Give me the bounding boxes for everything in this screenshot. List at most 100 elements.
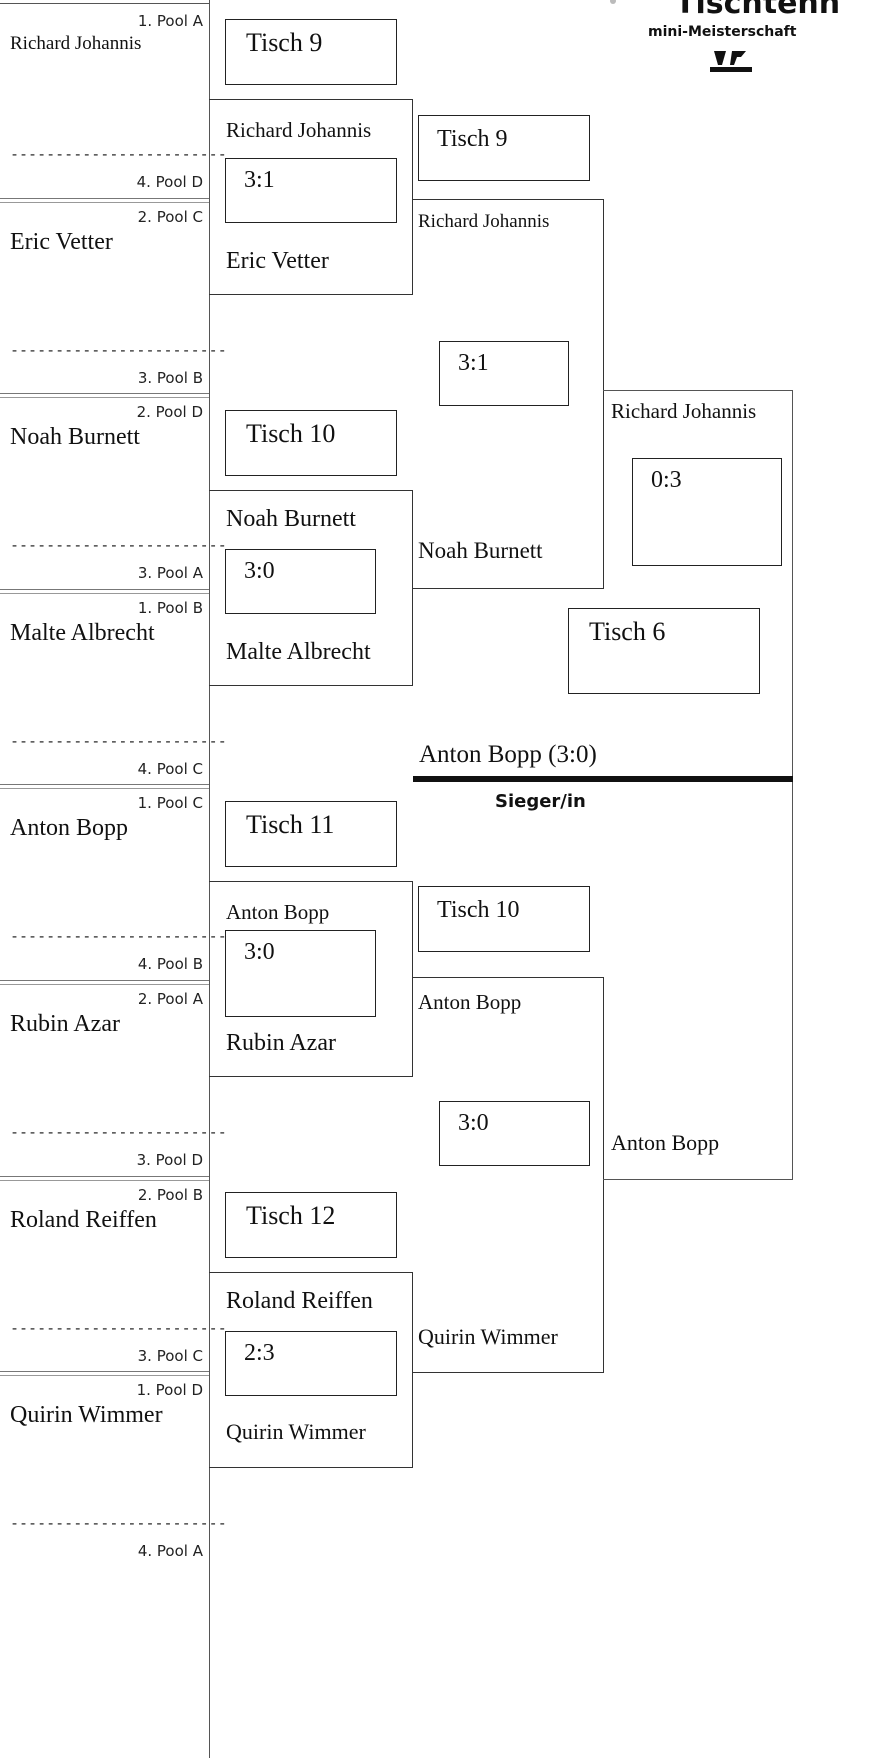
entrant-slot: 1. Pool A Richard Johannis ---------------… [0, 5, 227, 203]
score-box: 3:0 [225, 930, 376, 1017]
empty-slot-placeholder: ------------------------ [10, 536, 227, 555]
match-box [209, 1272, 413, 1468]
slot-separator [0, 1175, 209, 1181]
seed-label: 4. Pool B [137, 955, 203, 974]
match-bottom-player: Rubin Azar [226, 1030, 336, 1056]
slot-separator [0, 784, 209, 790]
slot-separator [0, 1371, 209, 1377]
seed-label: 1. Pool C [137, 794, 203, 813]
table-box: Tisch 11 [225, 801, 397, 867]
final-top-player: Richard Johannis [611, 399, 757, 423]
match-score: 3:1 [458, 350, 489, 376]
seed-label: 4. Pool C [137, 759, 203, 778]
seed-label: 1. Pool D [136, 1381, 203, 1400]
match-bottom-player: Quirin Wimmer [418, 1324, 558, 1349]
entrant-slot: 2. Pool C Eric Vetter --------------------… [0, 201, 227, 399]
entrant-name: Roland Reiffen [10, 1206, 157, 1233]
match-box [413, 977, 604, 1373]
winner-label: Sieger/in [495, 791, 586, 812]
final-line-right [792, 390, 793, 1180]
match-top-player: Roland Reiffen [226, 1288, 373, 1314]
seed-label: 4. Pool D [136, 173, 203, 191]
match-score: 3:0 [244, 558, 275, 584]
seed-label: 2. Pool C [137, 207, 203, 226]
slot-separator [0, 588, 209, 594]
match-box [209, 490, 413, 686]
logo: Tischtenn mini-Meisterschaft [610, 0, 893, 76]
entrant-slot: 1. Pool C Anton Bopp ---------------------… [0, 787, 227, 985]
logo-mark-icon [610, 0, 616, 4]
table-box: Tisch 9 [418, 115, 590, 181]
match-score: 3:1 [244, 167, 275, 193]
empty-slot-placeholder: ------------------------ [10, 340, 227, 359]
final-table-box: Tisch 6 [568, 608, 760, 694]
logo-title: Tischtenn [675, 0, 841, 21]
slot-separator [0, 979, 209, 985]
table-label: Tisch 12 [246, 1201, 336, 1230]
match-bottom-player: Malte Albrecht [226, 639, 371, 665]
empty-slot-placeholder: ------------------------ [10, 1123, 227, 1141]
match-top-player: Anton Bopp [226, 900, 330, 924]
winner-line [413, 776, 793, 782]
match-bottom-player: Noah Burnett [418, 538, 543, 563]
match-score: 3:0 [244, 939, 275, 965]
table-label: Tisch 9 [437, 126, 508, 152]
seed-label: 2. Pool D [136, 403, 203, 422]
entrant-name: Richard Johannis [10, 33, 142, 54]
match-box [209, 881, 413, 1077]
entrant-slot: 2. Pool B Roland Reiffen -----------------… [0, 1179, 227, 1377]
final-table-label: Tisch 6 [589, 617, 666, 646]
final-line-bottom [603, 1179, 793, 1180]
score-box: 3:0 [225, 549, 376, 614]
table-box: Tisch 12 [225, 1192, 397, 1258]
score-box: 2:3 [225, 1331, 397, 1396]
final-bottom-player: Anton Bopp [611, 1130, 720, 1155]
seed-label: 3. Pool A [137, 564, 203, 583]
score-box: 3:1 [225, 158, 397, 223]
match-box [209, 99, 413, 295]
match-bottom-player: Quirin Wimmer [226, 1419, 366, 1444]
final-line-top [603, 390, 793, 391]
table-box: Tisch 10 [418, 886, 590, 952]
match-score: 3:0 [458, 1110, 489, 1136]
match-top-player: Richard Johannis [418, 211, 550, 232]
bracket-left-border [209, 0, 210, 1758]
table-label: Tisch 11 [246, 810, 335, 839]
seed-label: 3. Pool B [137, 368, 203, 387]
match-box [413, 199, 604, 589]
table-label: Tisch 10 [437, 897, 520, 923]
seed-label: 1. Pool A [137, 12, 203, 30]
score-box: 3:1 [439, 341, 569, 406]
entrant-name: Anton Bopp [10, 815, 129, 842]
entrant-name: Eric Vetter [10, 228, 113, 255]
entrant-name: Quirin Wimmer [10, 1402, 163, 1429]
seed-label: 4. Pool A [137, 1542, 203, 1561]
bank-logo-icon [710, 51, 752, 72]
match-top-player: Richard Johannis [226, 118, 372, 142]
match-bottom-player: Eric Vetter [226, 248, 329, 274]
seed-label: 2. Pool A [137, 990, 203, 1008]
table-label: Tisch 9 [246, 28, 323, 57]
winner-result: Anton Bopp (3:0) [419, 741, 597, 768]
empty-slot-placeholder: ------------------------ [10, 1318, 227, 1337]
entrant-name: Malte Albrecht [10, 619, 155, 646]
match-top-player: Anton Bopp [418, 990, 522, 1014]
slot-separator [0, 393, 209, 399]
final-score-box: 0:3 [632, 458, 782, 566]
entrant-slot: 2. Pool D Noah Burnett -------------------… [0, 396, 227, 594]
match-top-player: Noah Burnett [226, 506, 356, 532]
entrant-name: Noah Burnett [10, 424, 140, 451]
empty-slot-placeholder: ------------------------ [10, 731, 227, 750]
empty-slot-placeholder: ------------------------ [10, 145, 227, 163]
slot-separator [0, 3, 209, 4]
seed-label: 3. Pool D [136, 1151, 203, 1169]
empty-slot-placeholder: ------------------------ [10, 927, 227, 946]
seed-label: 2. Pool B [137, 1185, 203, 1204]
